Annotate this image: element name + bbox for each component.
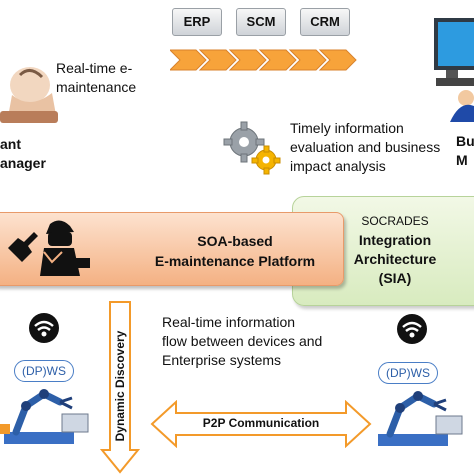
business-manager-label-line1: Bu xyxy=(456,133,474,149)
erp-module: ERP xyxy=(172,8,222,36)
maintenance-worker-icon xyxy=(8,220,90,276)
timely-info-line3: impact analysis xyxy=(290,158,386,174)
flow-text-line1: Real-time information xyxy=(162,314,296,330)
business-manager-label-line2: M xyxy=(456,152,468,168)
flow-text-line3: Enterprise systems xyxy=(162,352,282,368)
wifi-icon-left xyxy=(29,313,59,343)
business-manager-computer-icon xyxy=(434,18,474,122)
dpws-badge-left: (DP)WS xyxy=(14,360,74,382)
flow-text-line2: flow between devices and xyxy=(162,333,323,349)
wifi-icon-right xyxy=(397,314,427,344)
p2p-label: P2P Communication xyxy=(202,416,320,430)
plant-manager-illustration xyxy=(0,67,58,123)
sia-label-line4: (SIA) xyxy=(378,270,412,286)
timely-info-line1: Timely information xyxy=(290,120,404,136)
sia-label-line1: SOCRADES xyxy=(361,214,429,228)
realtime-emaintenance-line1: Real-time e- xyxy=(56,60,133,76)
robot-arm-left xyxy=(0,389,89,444)
timely-info-line2: evaluation and business xyxy=(290,139,441,155)
chevron-1 xyxy=(170,49,207,71)
dynamic-discovery-arrow xyxy=(100,301,140,474)
chevron-5 xyxy=(288,49,327,71)
chevron-4 xyxy=(258,49,297,71)
plant-manager-label-line1: ant xyxy=(0,136,21,152)
sia-label-line2: Integration xyxy=(358,232,432,248)
gears-icon xyxy=(223,121,281,175)
dpws-badge-right: (DP)WS xyxy=(378,362,438,384)
chevron-3 xyxy=(228,49,267,71)
scm-module: SCM xyxy=(236,8,286,36)
robot-arm-right xyxy=(378,391,463,446)
soa-label-line2: E-maintenance Platform xyxy=(154,253,316,269)
chevron-2 xyxy=(198,49,237,71)
crm-module: CRM xyxy=(300,8,350,36)
chevron-6 xyxy=(318,49,357,71)
sia-label-line3: Architecture xyxy=(353,251,437,267)
p2p-double-arrow xyxy=(150,400,372,448)
process-chevrons xyxy=(170,49,357,71)
realtime-emaintenance-line2: maintenance xyxy=(56,79,137,95)
plant-manager-label-line2: anager xyxy=(0,155,46,171)
soa-label-line1: SOA-based xyxy=(197,233,273,249)
dynamic-discovery-label: Dynamic Discovery xyxy=(113,330,127,442)
